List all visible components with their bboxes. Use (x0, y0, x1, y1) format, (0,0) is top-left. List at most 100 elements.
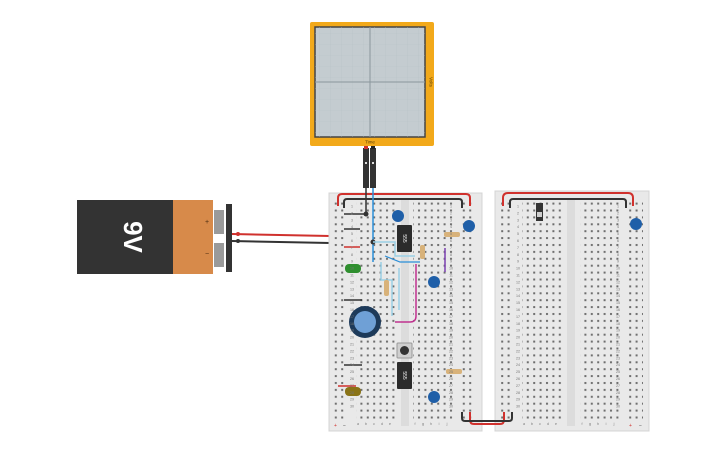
breadboard-left-row-label: 19 (350, 329, 354, 333)
breadboard-left-row-label: 29 (449, 398, 453, 402)
resistor-2[interactable] (420, 245, 425, 259)
breadboard-right-row-label: 19 (616, 329, 620, 333)
breadboard-left-row-label: 29 (350, 398, 354, 402)
breadboard-right-row-label: 27 (516, 384, 520, 388)
breadboard-right-row-label: 7 (617, 246, 619, 250)
breadboard-right-row-label: 12 (616, 280, 620, 284)
breadboard-right-col-label-e: e (555, 422, 557, 426)
slide-switch-knob[interactable] (537, 212, 542, 217)
wire-lightblue-1[interactable] (373, 241, 415, 257)
battery-terminal-positive[interactable] (214, 210, 224, 234)
breadboard-left-row-label: 18 (449, 322, 453, 326)
breadboard-left-row-label: 17 (449, 315, 453, 319)
breadboard-left-row-label: 22 (350, 349, 354, 353)
wire-blue-2[interactable] (384, 255, 420, 263)
potentiometer-knob[interactable] (354, 311, 376, 333)
breadboard-right-row-label: 17 (616, 315, 620, 319)
capacitor-2[interactable] (463, 220, 475, 232)
breadboard-right-row-label: 30 (516, 405, 520, 409)
breadboard-left-row-label: 12 (350, 280, 354, 284)
breadboard-right-row-label: 2 (517, 211, 519, 215)
capacitor-4[interactable] (428, 391, 440, 403)
breadboard-right-row-label: 18 (516, 322, 520, 326)
bridge-wire-black[interactable] (461, 412, 513, 422)
capacitor-3[interactable] (428, 276, 440, 288)
breadboard-right-row-label: 10 (516, 267, 520, 271)
oscilloscope[interactable]: Volts Time (310, 22, 434, 188)
breadboard-left-row-label: 3 (450, 218, 452, 222)
ic-555-top[interactable]: 555 (397, 225, 412, 252)
breadboard-right-row-label: 28 (516, 391, 520, 395)
breadboard-left-row-label: 1 (351, 205, 353, 209)
oscilloscope-side-label: Volts (429, 77, 434, 88)
breadboard-right-row-label: 30 (616, 405, 620, 409)
battery-9v[interactable]: 9V + − (77, 200, 232, 274)
ic-555-top-label: 555 (401, 234, 407, 243)
breadboard-right-center-channel (567, 200, 575, 426)
breadboard-left-row-label: 20 (350, 336, 354, 340)
breadboard-right-row-label: 9 (517, 260, 519, 264)
breadboard-left-row-label: 9 (450, 260, 452, 264)
breadboard-right-row-label: 22 (616, 349, 620, 353)
rail-wire-red-right[interactable] (502, 192, 634, 206)
breadboard-right-row-label: 29 (616, 398, 620, 402)
breadboard-left-strip-f-j (413, 202, 453, 422)
breadboard-left-row-label: 6 (450, 239, 452, 243)
rail-wire-black-left[interactable] (343, 198, 463, 208)
breadboard-left-col-label-e: e (389, 422, 391, 426)
battery-wire-positive-end (236, 232, 240, 236)
breadboard-left-col-label-a: a (357, 422, 359, 426)
breadboard-right-row-label: 14 (616, 294, 620, 298)
breadboard-left-center-channel (401, 200, 409, 426)
battery-wire-negative[interactable] (231, 240, 331, 244)
resistor-4[interactable] (446, 369, 462, 374)
probe-marker-left (365, 162, 367, 164)
breadboard-right-row-label: 15 (616, 301, 620, 305)
battery-wire-positive[interactable] (231, 233, 331, 237)
probe-lead-right[interactable] (370, 148, 376, 188)
breadboard-left-row-label: 27 (350, 384, 354, 388)
breadboard-right-row-label: 16 (516, 308, 520, 312)
capacitor-5[interactable] (630, 218, 642, 230)
breadboard-left-row-label: 16 (449, 308, 453, 312)
breadboard-left-row-label: 30 (350, 405, 354, 409)
rail-wire-red-left[interactable] (337, 193, 471, 206)
breadboard-left-plus-label: + (334, 423, 337, 429)
breadboard-right-row-label: 9 (617, 260, 619, 264)
breadboard-right-row-label: 4 (517, 225, 519, 229)
battery-wire-negative-end (236, 239, 240, 243)
breadboard-right-row-label: 23 (516, 356, 520, 360)
wire-magenta[interactable] (395, 264, 417, 323)
breadboard-left-row-label: 2 (351, 211, 353, 215)
breadboard-left-rail-holes-right (459, 202, 474, 422)
breadboard-right[interactable]: + − (494, 190, 650, 432)
resistor-1[interactable] (444, 232, 460, 237)
probe-lead-left[interactable] (363, 148, 369, 188)
breadboard-right-row-label: 21 (616, 343, 620, 347)
resistor-3[interactable] (384, 280, 389, 296)
breadboard-left-row-label: 6 (351, 239, 353, 243)
battery-body (77, 200, 176, 274)
breadboard-right-row-label: 6 (517, 239, 519, 243)
breadboard-right-row-label: 25 (616, 370, 620, 374)
breadboard-left-row-label: 19 (449, 329, 453, 333)
led-green[interactable] (345, 264, 361, 273)
breadboard-left-col-label-f: f (415, 422, 416, 426)
breadboard-right-col-label-h: h (597, 422, 599, 426)
breadboard-left-row-label: 21 (449, 343, 453, 347)
ic-555-bottom[interactable]: 555 (397, 362, 412, 389)
breadboard-right-row-label: 20 (516, 336, 520, 340)
breadboard-right-row-label: 18 (616, 322, 620, 326)
battery-terminal-negative[interactable] (214, 243, 224, 267)
push-button-cap[interactable] (400, 346, 409, 355)
potentiometer[interactable] (349, 306, 381, 338)
battery-label: 9V (118, 221, 148, 253)
breadboard-left-row-label: 4 (450, 225, 452, 229)
breadboard-right-row-label: 17 (516, 315, 520, 319)
capacitor-1[interactable] (392, 210, 404, 222)
led-yellow[interactable] (345, 387, 361, 396)
rail-wire-black-right[interactable] (509, 198, 627, 208)
breadboard-right-row-label: 22 (516, 349, 520, 353)
breadboard-right-col-label-a: a (523, 422, 525, 426)
